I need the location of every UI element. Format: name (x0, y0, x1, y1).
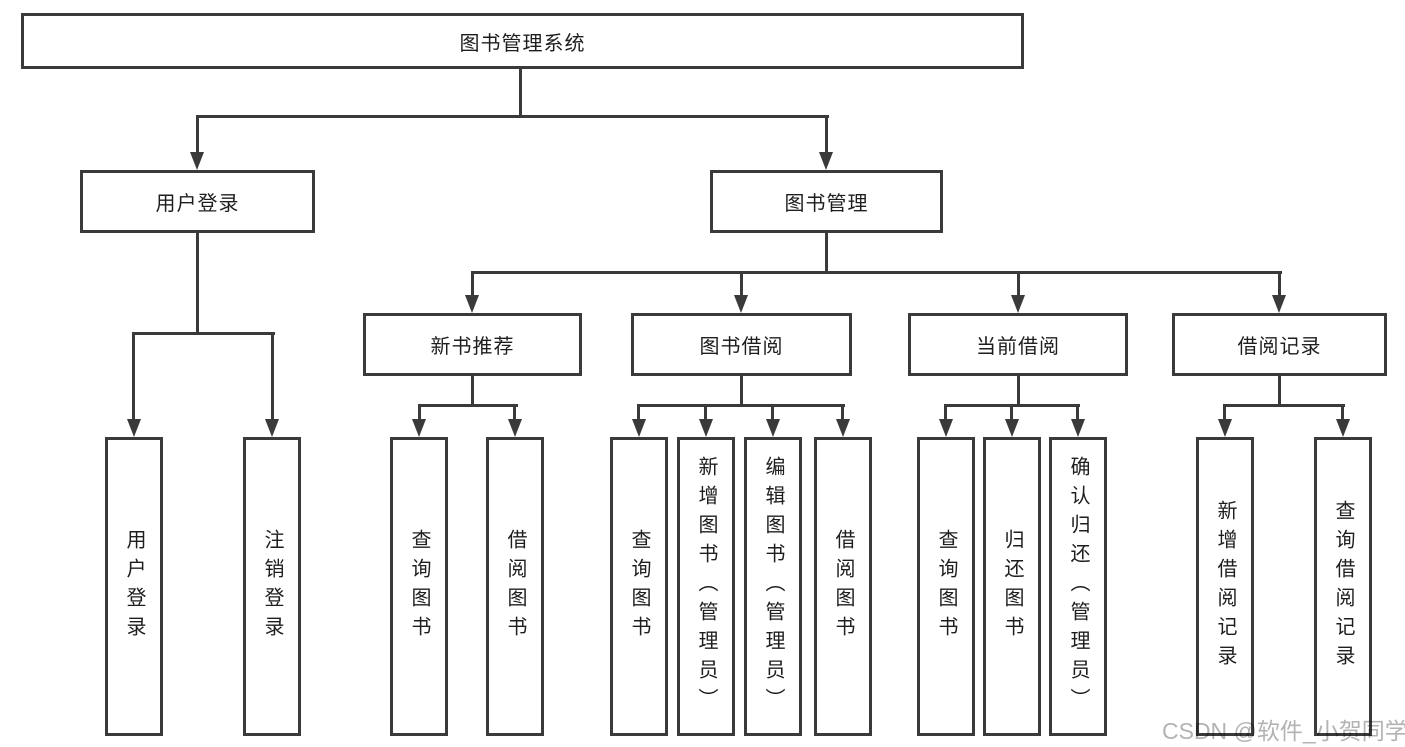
node-leaf-bb-borrow: 借阅图书 (814, 437, 872, 736)
arrow-down-icon (127, 419, 141, 437)
arrow-down-icon (412, 419, 426, 437)
connector-stem-book-borrow (740, 271, 743, 295)
node-new-book-recommend: 新书推荐 (363, 313, 582, 376)
node-book-borrow: 图书借阅 (631, 313, 852, 376)
arrow-down-icon (1336, 419, 1350, 437)
connector-stem-cb-return (1010, 404, 1013, 419)
connector-stem-br-query (1341, 404, 1344, 419)
node-leaf-bb-borrow-label: 借阅图书 (832, 528, 854, 645)
node-new-book-recommend-label: 新书推荐 (430, 336, 515, 358)
connector-book-borrow-horizontal (637, 404, 845, 407)
connector-stem-current-borrow (1017, 271, 1020, 295)
node-book-management-label: 图书管理 (784, 193, 869, 215)
connector-stem-cb-query (944, 404, 947, 419)
arrow-down-icon (836, 419, 850, 437)
connector-stem-bb-edit (771, 404, 774, 419)
arrow-down-icon (190, 152, 204, 170)
node-leaf-cb-query-label: 查询图书 (935, 528, 957, 645)
node-leaf-cb-confirm-label: 确认归还（管理员） (1067, 456, 1089, 717)
connector-stem-book-management (825, 115, 828, 152)
connector-book-borrow-down (740, 376, 743, 406)
arrow-down-icon (699, 419, 713, 437)
connector-root-down (519, 68, 522, 116)
node-leaf-bb-query-label: 查询图书 (628, 528, 650, 645)
csdn-watermark: CSDN @软件_小贺同学 (1162, 718, 1405, 744)
arrow-down-icon (1011, 295, 1025, 313)
connector-stem-br-add (1223, 404, 1226, 419)
node-leaf-br-query-label: 查询借阅记录 (1332, 499, 1354, 674)
arrow-down-icon (734, 295, 748, 313)
connector-user-login-down (196, 233, 199, 335)
arrow-down-icon (1218, 419, 1232, 437)
connector-new-book-horizontal (418, 404, 518, 407)
node-leaf-user-login-label: 用户登录 (123, 528, 145, 645)
connector-borrow-record-horizontal (1223, 404, 1345, 407)
connector-stem-nb-query (418, 404, 421, 419)
arrow-down-icon (1005, 419, 1019, 437)
connector-stem-bb-add (704, 404, 707, 419)
connector-level1-horizontal (196, 115, 829, 118)
node-leaf-cb-return: 归还图书 (983, 437, 1041, 736)
arrow-down-icon (819, 152, 833, 170)
node-root-label: 图书管理系统 (459, 32, 586, 55)
connector-stem-new-book (471, 271, 474, 295)
node-borrow-record: 借阅记录 (1172, 313, 1387, 376)
node-leaf-bb-edit-label: 编辑图书（管理员） (762, 456, 784, 717)
connector-stem-bb-query (637, 404, 640, 419)
node-leaf-bb-add-label: 新增图书（管理员） (695, 456, 717, 717)
connector-stem-bb-borrow (841, 404, 844, 419)
node-book-borrow-label: 图书借阅 (699, 336, 784, 358)
node-user-login-label: 用户登录 (155, 193, 240, 215)
node-leaf-br-query: 查询借阅记录 (1314, 437, 1372, 736)
node-leaf-nb-borrow: 借阅图书 (486, 437, 544, 736)
arrow-down-icon (465, 295, 479, 313)
arrow-down-icon (508, 419, 522, 437)
node-leaf-cb-query: 查询图书 (917, 437, 975, 736)
node-leaf-br-add: 新增借阅记录 (1196, 437, 1254, 736)
connector-level3-horizontal (471, 271, 1282, 274)
node-leaf-nb-query-label: 查询图书 (408, 528, 430, 645)
connector-stem-cb-confirm (1076, 404, 1079, 419)
node-leaf-bb-add: 新增图书（管理员） (677, 437, 735, 736)
arrow-down-icon (766, 419, 780, 437)
arrow-down-icon (632, 419, 646, 437)
node-leaf-br-add-label: 新增借阅记录 (1214, 499, 1236, 674)
node-leaf-logout: 注销登录 (243, 437, 301, 736)
arrow-down-icon (265, 419, 279, 437)
arrow-down-icon (1071, 419, 1085, 437)
arrow-down-icon (1272, 295, 1286, 313)
node-borrow-record-label: 借阅记录 (1237, 336, 1322, 358)
connector-new-book-down (471, 376, 474, 406)
node-user-login: 用户登录 (80, 170, 315, 233)
connector-stem-nb-borrow (513, 404, 516, 419)
node-book-management: 图书管理 (710, 170, 943, 233)
connector-stem-leaf-logout (271, 332, 274, 419)
connector-stem-leaf-login (132, 332, 135, 419)
node-current-borrow: 当前借阅 (908, 313, 1128, 376)
node-leaf-cb-return-label: 归还图书 (1001, 528, 1023, 645)
connector-stem-borrow-record (1278, 271, 1281, 295)
node-leaf-nb-borrow-label: 借阅图书 (504, 528, 526, 645)
node-leaf-logout-label: 注销登录 (261, 528, 283, 645)
node-root: 图书管理系统 (21, 13, 1024, 69)
arrow-down-icon (939, 419, 953, 437)
node-current-borrow-label: 当前借阅 (976, 336, 1060, 358)
connector-stem-user-login (196, 115, 199, 152)
node-leaf-bb-query: 查询图书 (610, 437, 668, 736)
connector-book-management-down (825, 233, 828, 273)
node-leaf-nb-query: 查询图书 (390, 437, 448, 736)
node-leaf-bb-edit: 编辑图书（管理员） (744, 437, 802, 736)
connector-borrow-record-down (1278, 376, 1281, 406)
connector-current-borrow-down (1017, 376, 1020, 406)
connector-user-login-horizontal (132, 332, 275, 335)
node-leaf-cb-confirm: 确认归还（管理员） (1049, 437, 1107, 736)
node-leaf-user-login: 用户登录 (105, 437, 163, 736)
